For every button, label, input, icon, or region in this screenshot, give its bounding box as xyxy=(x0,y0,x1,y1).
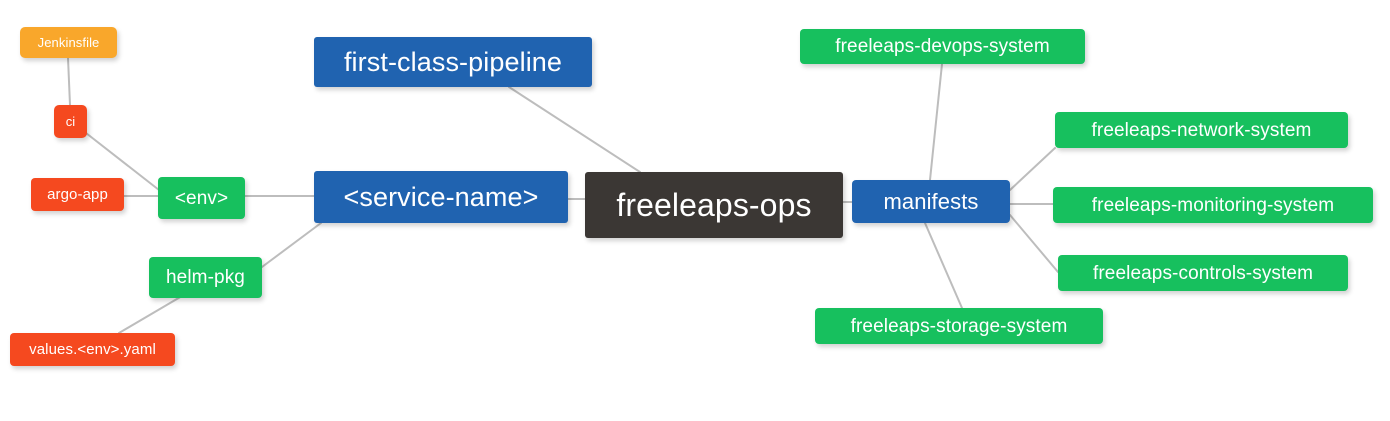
mindmap-node-label-freeleaps-ops: freeleaps-ops xyxy=(616,187,812,223)
mindmap-node-freeleaps-monitoring-system[interactable]: freeleaps-monitoring-system xyxy=(1053,187,1373,223)
mindmap-node-helm-pkg[interactable]: helm-pkg xyxy=(149,257,262,298)
mindmap-node-freeleaps-network-system[interactable]: freeleaps-network-system xyxy=(1055,112,1348,148)
mindmap-node-freeleaps-controls-system[interactable]: freeleaps-controls-system xyxy=(1058,255,1348,291)
mindmap-node-label-env: <env> xyxy=(174,187,229,209)
mindmap-node-label-first-class-pipeline: first-class-pipeline xyxy=(343,46,563,77)
mindmap-node-jenkinsfile[interactable]: Jenkinsfile xyxy=(20,27,117,58)
edge-first-class-pipeline-to-freeleaps-ops xyxy=(508,86,641,173)
edge-jenkinsfile-to-ci xyxy=(67,57,71,106)
mindmap-node-label-freeleaps-monitoring-system: freeleaps-monitoring-system xyxy=(1091,194,1335,216)
mindmap-node-label-helm-pkg: helm-pkg xyxy=(166,267,245,288)
mindmap-node-label-freeleaps-controls-system: freeleaps-controls-system xyxy=(1092,262,1314,284)
edge-manifests-to-freeleaps-network-system xyxy=(1009,147,1056,191)
mindmap-node-label-service-name: <service-name> xyxy=(343,181,539,212)
edge-helm-pkg-to-values-yaml xyxy=(118,295,183,334)
mindmap-node-values-yaml[interactable]: values.<env>.yaml xyxy=(10,333,175,366)
mindmap-node-label-manifests: manifests xyxy=(883,188,979,214)
mindmap-node-service-name[interactable]: <service-name> xyxy=(314,171,568,223)
mindmap-node-freeleaps-storage-system[interactable]: freeleaps-storage-system xyxy=(815,308,1103,344)
mindmap-node-label-freeleaps-storage-system: freeleaps-storage-system xyxy=(850,315,1068,337)
mindmap-node-env[interactable]: <env> xyxy=(158,177,245,219)
mindmap-node-label-jenkinsfile: Jenkinsfile xyxy=(37,35,100,50)
mindmap-node-label-argo-app: argo-app xyxy=(47,186,108,203)
mindmap-node-argo-app[interactable]: argo-app xyxy=(31,178,124,211)
edge-manifests-to-freeleaps-devops-system xyxy=(929,63,943,181)
mindmap-node-label-freeleaps-devops-system: freeleaps-devops-system xyxy=(835,36,1050,57)
mindmap-node-label-ci: ci xyxy=(65,114,76,129)
mindmap-node-first-class-pipeline[interactable]: first-class-pipeline xyxy=(314,37,592,87)
mindmap-node-label-values-yaml: values.<env>.yaml xyxy=(29,341,156,358)
mindmap-node-label-freeleaps-network-system: freeleaps-network-system xyxy=(1091,119,1312,141)
edge-manifests-to-freeleaps-storage-system xyxy=(924,222,963,309)
edge-service-name-to-helm-pkg xyxy=(261,222,322,268)
mindmap-node-freeleaps-ops[interactable]: freeleaps-ops xyxy=(585,172,843,238)
mindmap-node-ci[interactable]: ci xyxy=(54,105,87,138)
mindmap-node-freeleaps-devops-system[interactable]: freeleaps-devops-system xyxy=(800,29,1085,64)
edge-manifests-to-freeleaps-controls-system xyxy=(1009,214,1059,273)
mindmap-node-manifests[interactable]: manifests xyxy=(852,180,1010,223)
